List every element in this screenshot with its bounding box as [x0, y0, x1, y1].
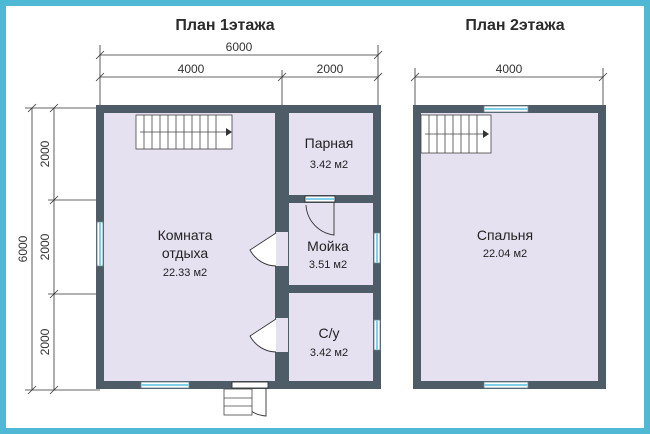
room-moyka-floor — [289, 203, 373, 285]
room-su-floor — [289, 293, 373, 381]
floor1-entrance-steps — [223, 388, 253, 416]
floor1-dim-seg3: 2000 — [38, 328, 52, 355]
room-komnata-name-line1: Комната — [158, 227, 213, 243]
floor2-walls — [413, 105, 606, 389]
floor1-dim-left-width: 4000 — [178, 62, 205, 76]
floor1-doors — [231, 195, 336, 417]
floor2-title: План 2этажа — [465, 17, 564, 34]
floor2-windows — [483, 105, 529, 389]
floor1-dimension-lines — [25, 45, 383, 395]
room-su-area: 3.42 м2 — [310, 347, 348, 359]
floor1-stairs — [135, 114, 233, 150]
floor1-dim-seg2: 2000 — [38, 233, 52, 260]
room-su-name: С/у — [319, 325, 340, 341]
room-moyka-area: 3.51 м2 — [309, 259, 347, 271]
floor1-title: План 1этажа — [175, 17, 274, 34]
floor-plan-drawing: План 1этажа План 2этажа 6000 4000 2000 6… — [16, 17, 608, 417]
room-parnaya-floor — [289, 113, 373, 195]
room-parnaya-name: Парная — [305, 135, 354, 151]
room-komnata-name-line2: отдыха — [162, 245, 209, 261]
drawing-frame: План 1этажа План 2этажа 6000 4000 2000 6… — [6, 6, 644, 428]
room-spalnya-floor — [421, 113, 598, 381]
room-parnaya-area: 3.42 м2 — [310, 159, 348, 171]
floor1-dim-height: 6000 — [16, 235, 30, 262]
room-komnata-area: 22.33 м2 — [163, 267, 207, 279]
room-spalnya-area: 22.04 м2 — [483, 248, 527, 260]
room-komnata-floor — [104, 113, 275, 381]
floor1-dim-right-width: 2000 — [317, 62, 344, 76]
room-moyka-name: Мойка — [307, 238, 349, 254]
floor1-windows — [96, 221, 381, 389]
floor1-dim-seg1: 2000 — [38, 140, 52, 167]
room-spalnya-name: Спальня — [477, 227, 533, 243]
floor2-stairs — [420, 114, 492, 154]
floor2-dim-width: 4000 — [496, 62, 523, 76]
floor1-walls — [96, 105, 381, 389]
floor2-dimension-lines — [410, 68, 608, 108]
floor1-dim-total-width: 6000 — [226, 40, 253, 54]
